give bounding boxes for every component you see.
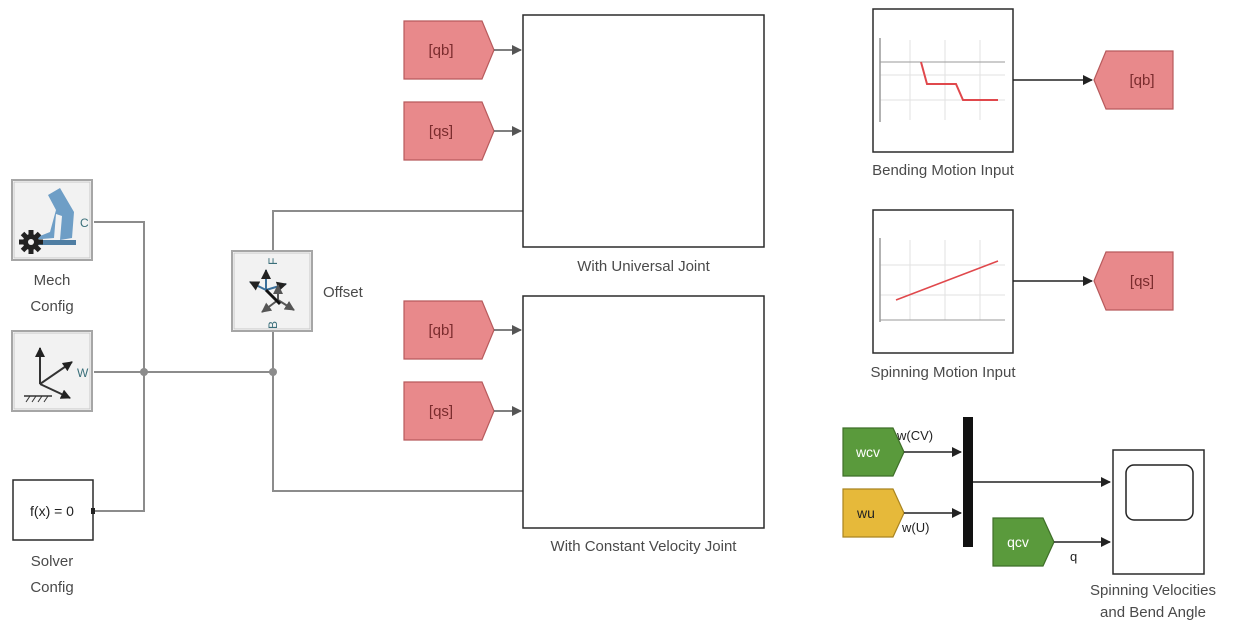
- offset-block[interactable]: [231, 250, 313, 332]
- wcv-text: wcv: [855, 444, 880, 460]
- scope-screen-icon: [1125, 464, 1194, 521]
- universal-joint-subsystem[interactable]: [522, 14, 765, 248]
- bending-input-label: Bending Motion Input: [872, 162, 1014, 179]
- conn-offset-down[interactable]: [272, 332, 523, 492]
- mech-config-label-line1: Mech: [33, 272, 71, 289]
- conn-solver[interactable]: [94, 372, 145, 512]
- port-label-w: W: [77, 366, 89, 380]
- solver-config-block[interactable]: [12, 479, 95, 541]
- mech-config-block[interactable]: [11, 179, 93, 261]
- conn-mech-config[interactable]: [94, 221, 145, 372]
- robot-arm-icon: [28, 188, 76, 245]
- port-label-f: F: [266, 258, 280, 265]
- signal-label-wcv: w(CV): [897, 428, 934, 443]
- goto-qs-text: [qs]: [1130, 273, 1154, 290]
- spinning-motion-input-block[interactable]: [872, 209, 1014, 354]
- offset-label: Offset: [323, 284, 363, 301]
- mux-block[interactable]: [963, 417, 973, 547]
- scope-label-line2: and Bend Angle: [1100, 604, 1206, 621]
- from-qb-1-text: [qb]: [428, 42, 453, 59]
- from-qs-2-text: [qs]: [429, 403, 453, 420]
- from-qb-2-text: [qb]: [428, 322, 453, 339]
- cv-joint-label: With Constant Velocity Joint: [550, 538, 737, 555]
- from-wu-tag[interactable]: [842, 488, 905, 538]
- wu-text: wu: [856, 505, 875, 521]
- cv-joint-subsystem[interactable]: [522, 295, 765, 529]
- from-qb-1-tag[interactable]: [403, 20, 495, 80]
- qcv-text: qcv: [1007, 534, 1029, 550]
- junction-dot: [140, 368, 148, 376]
- physical-connections: [94, 210, 523, 512]
- bending-motion-input-block[interactable]: [872, 8, 1014, 153]
- from-qb-2-tag[interactable]: [403, 300, 495, 360]
- goto-qb-tag[interactable]: [1093, 50, 1174, 110]
- from-qs-1-text: [qs]: [429, 123, 453, 140]
- scope-label-line1: Spinning Velocities: [1090, 582, 1216, 599]
- bending-plot-icon: [879, 38, 1005, 122]
- goto-qs-tag[interactable]: [1093, 251, 1174, 311]
- world-frame-icon: [24, 347, 73, 403]
- gear-icon: [19, 230, 43, 254]
- mech-config-label: Mech Config: [12, 268, 92, 320]
- from-qcv-tag[interactable]: [992, 517, 1055, 567]
- spinning-plot-icon: [879, 238, 1005, 322]
- from-qs-1-tag[interactable]: [403, 101, 495, 161]
- from-wcv-tag[interactable]: [842, 427, 905, 477]
- signal-label-wu: w(U): [902, 520, 930, 535]
- signal-lines-to-goto: [1013, 75, 1093, 286]
- solver-equation-text: f(x) = 0: [30, 503, 74, 519]
- solver-config-label-line1: Solver: [30, 553, 74, 570]
- solver-config-label-line2: Config: [30, 579, 74, 596]
- goto-qb-text: [qb]: [1129, 72, 1154, 89]
- from-qs-2-tag[interactable]: [403, 381, 495, 441]
- port-label-b: B: [266, 321, 280, 329]
- scope-label: Spinning Velocities and Bend Angle: [1063, 580, 1243, 624]
- scope-block[interactable]: [1112, 449, 1205, 575]
- signal-lines-from-tags: [494, 45, 522, 416]
- signal-lines-scope: [904, 447, 1111, 547]
- signal-label-q: q: [1070, 549, 1078, 564]
- conn-offset-up[interactable]: [272, 210, 523, 250]
- world-frame-block[interactable]: [11, 330, 93, 412]
- solver-config-label: Solver Config: [12, 549, 92, 601]
- spinning-input-label: Spinning Motion Input: [870, 364, 1016, 381]
- junction-dot: [269, 368, 277, 376]
- port-label-c: C: [80, 216, 89, 230]
- rigid-transform-icon: [249, 269, 295, 313]
- mech-config-label-line2: Config: [30, 298, 74, 315]
- universal-joint-label: With Universal Joint: [577, 258, 710, 275]
